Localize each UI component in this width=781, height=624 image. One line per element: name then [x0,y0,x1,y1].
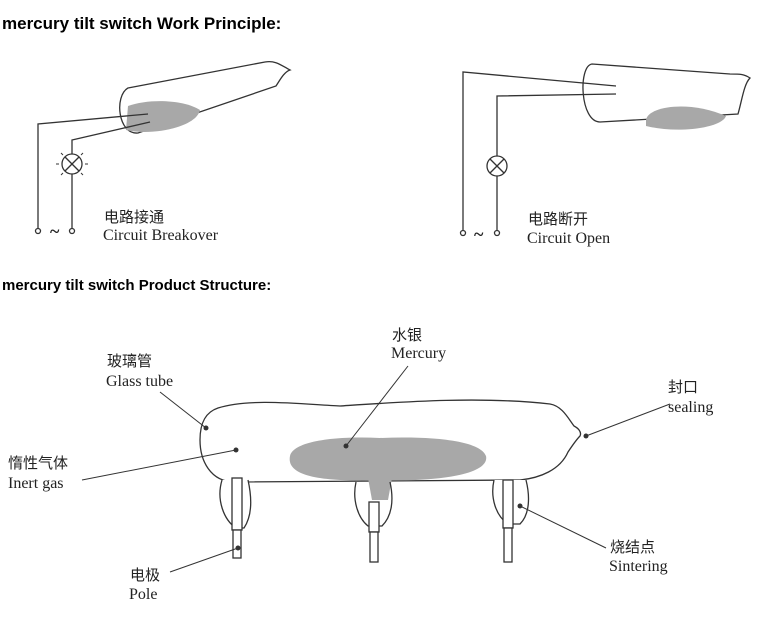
breakover-wire-left [37,113,149,228]
sealing-label-en: sealing [668,399,713,416]
pole-label-en: Pole [129,586,157,603]
open-wire-right [496,93,617,230]
leader-sintering [519,505,607,549]
breakover-mercury [126,101,200,132]
mercury-label-cn: 水银 [392,326,422,344]
breakover-label-en: Circuit Breakover [103,227,219,244]
inert-gas-label-cn: 惰性气体 [8,454,68,472]
leader-glass-tube [159,391,207,429]
glass-tube-label-cn: 玻璃管 [107,352,152,370]
pole-middle-pin [368,501,380,533]
mercury-label-en: Mercury [391,345,446,362]
pole-right-pin [502,479,514,529]
sintering-label-cn: 烧结点 [610,538,655,556]
leader-dots [203,425,589,551]
open-ac-symbol: ~ [474,224,484,244]
open-tube [582,63,752,123]
open-label-cn: 电路断开 [528,210,588,228]
open-switch [459,63,752,237]
glass-tube-label-en: Glass tube [106,373,173,390]
work-principle-heading: mercury tilt switch Work Principle: [2,14,282,33]
product-structure-drawing [81,365,671,573]
pole-left-pin [231,477,243,531]
breakover-wire-right [71,121,151,228]
leader-pole [169,547,239,573]
breakover-ac-symbol: ~ [50,221,60,241]
leader-mercury [345,365,409,447]
inert-gas-label-en: Inert gas [8,475,64,492]
sealing-label-cn: 封口 [668,378,698,396]
product-structure-heading: mercury tilt switch Product Structure: [2,277,272,294]
pole-label-cn: 电极 [130,566,160,584]
mercury-blob [289,437,487,481]
leader-sealing [585,403,671,437]
sintering-label-en: Sintering [609,558,668,575]
mercury-drip [368,478,392,500]
open-wire-left [462,71,617,230]
open-label-en: Circuit Open [527,230,610,247]
breakover-label-cn: 电路接通 [104,208,164,226]
breakover-switch [34,60,292,235]
open-mercury [646,106,726,130]
leader-inert-gas [81,449,237,481]
